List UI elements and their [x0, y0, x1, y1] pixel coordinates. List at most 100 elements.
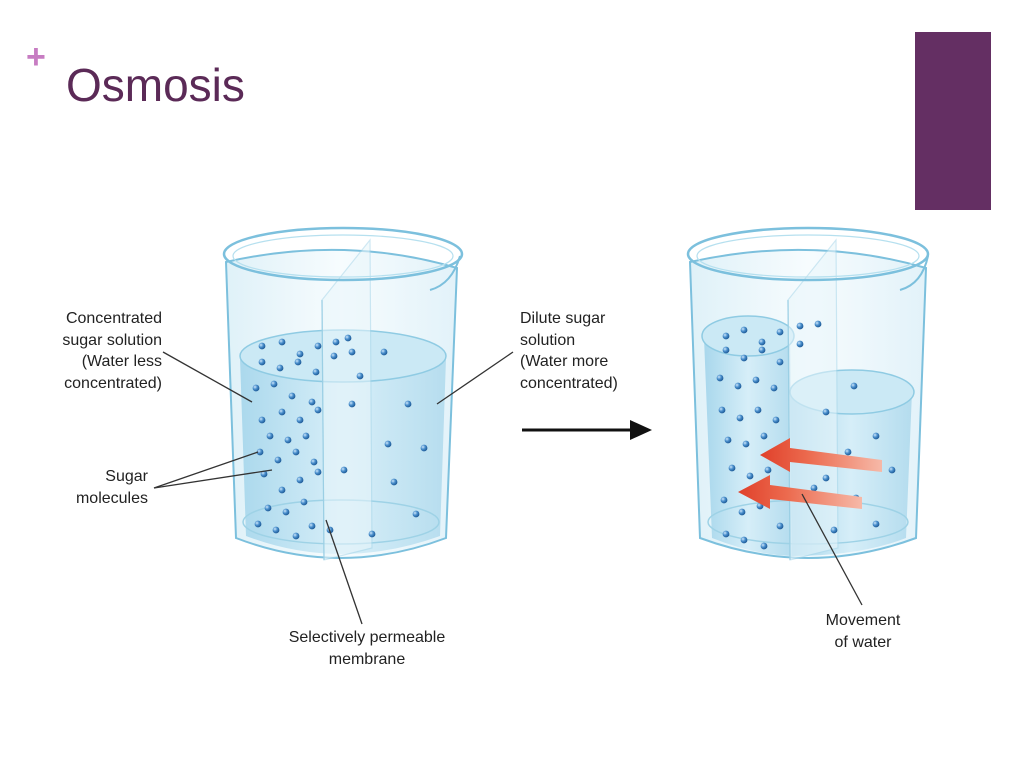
- leader-lines: [153, 351, 863, 625]
- sugar-molecule: [314, 468, 322, 476]
- beaker-left: [222, 226, 464, 561]
- sugar-molecule: [404, 400, 412, 408]
- sugar-molecule: [390, 478, 398, 486]
- sugar-molecule: [278, 338, 286, 346]
- sugar-molecule: [776, 358, 784, 366]
- sugar-molecule: [252, 384, 260, 392]
- sugar-molecule: [850, 382, 858, 390]
- label-membrane: Selectively permeable membrane: [262, 627, 472, 670]
- sugar-molecule: [266, 432, 274, 440]
- sugar-molecule: [720, 496, 728, 504]
- sugar-molecule: [344, 334, 352, 342]
- label-membrane-line-1: Selectively permeable: [288, 629, 446, 646]
- beaker-left-spout: [429, 255, 461, 291]
- sugar-molecule: [740, 536, 748, 544]
- sugar-molecule: [292, 532, 300, 540]
- sugar-molecule: [740, 326, 748, 334]
- sugar-molecule: [822, 408, 830, 416]
- sugar-molecule: [746, 472, 754, 480]
- sugar-molecule: [254, 520, 262, 528]
- sugar-molecule: [796, 322, 804, 330]
- sugar-molecule: [722, 346, 730, 354]
- label-dilute: Dilute sugar solution (Water more concen…: [520, 308, 650, 394]
- leader-concentrated: [162, 351, 253, 403]
- sugar-molecule: [256, 448, 264, 456]
- sugar-molecule: [738, 508, 746, 516]
- sugar-molecule: [260, 470, 268, 478]
- water-movement-arrows: [738, 438, 882, 509]
- sugar-molecule: [296, 416, 304, 424]
- sugar-molecule: [276, 364, 284, 372]
- sugar-molecule: [270, 380, 278, 388]
- beaker-left-rim-inner: [232, 234, 454, 278]
- label-concentrated-line-3: (Water less: [81, 353, 162, 370]
- sugar-molecule: [814, 320, 822, 328]
- beaker-left-rim: [222, 226, 464, 282]
- sugar-molecule: [822, 474, 830, 482]
- sugar-molecule: [758, 346, 766, 354]
- label-concentrated-line-4: concentrated): [64, 374, 162, 392]
- sugar-molecule: [830, 526, 838, 534]
- sugar-molecule: [716, 374, 724, 382]
- sugar-molecule: [278, 408, 286, 416]
- water-arrow-upper: [760, 438, 882, 472]
- sugar-molecule: [752, 376, 760, 384]
- label-sugar-line-1: Sugar: [105, 468, 148, 485]
- sugar-molecule: [718, 406, 726, 414]
- sugar-molecule: [734, 382, 742, 390]
- beaker-right-rim: [686, 226, 930, 282]
- sugar-molecule: [776, 328, 784, 336]
- sugar-molecule: [722, 530, 730, 538]
- label-dilute-line-1: Dilute sugar: [520, 310, 606, 327]
- leader-sugar-1: [153, 451, 259, 489]
- beaker-right-spout: [899, 255, 929, 291]
- label-membrane-line-2: membrane: [328, 650, 406, 668]
- beaker-right-rim-inner: [696, 234, 920, 278]
- sugar-molecule: [412, 510, 420, 518]
- sugar-molecule: [264, 504, 272, 512]
- leader-membrane: [325, 519, 363, 625]
- membrane-left-edge: [321, 299, 325, 561]
- sugar-molecule: [740, 354, 748, 362]
- leader-dilute: [436, 351, 514, 405]
- accent-bar: [915, 32, 991, 210]
- label-movement-line-1: Movement: [825, 612, 901, 629]
- sugar-molecule: [308, 398, 316, 406]
- sugar-molecule: [274, 456, 282, 464]
- sugar-molecule: [272, 526, 280, 534]
- label-sugar: Sugar molecules: [58, 466, 148, 509]
- sugar-molecule: [724, 436, 732, 444]
- sugar-molecule: [844, 448, 852, 456]
- sugar-molecule: [302, 432, 310, 440]
- beaker-right-water-surface-left: [701, 315, 795, 357]
- sugar-molecule: [368, 530, 376, 538]
- label-dilute-line-3: (Water more: [520, 353, 609, 370]
- beaker-right: [686, 226, 930, 561]
- label-concentrated: Concentrated sugar solution (Water less …: [30, 308, 162, 394]
- leader-sugar-2: [153, 469, 273, 489]
- label-concentrated-line-2: sugar solution: [62, 331, 162, 349]
- sugar-molecule: [330, 352, 338, 360]
- sugar-molecule: [760, 432, 768, 440]
- label-sugar-line-2: molecules: [75, 489, 148, 507]
- label-dilute-line-4: concentrated): [520, 374, 618, 392]
- sugar-molecule: [282, 508, 290, 516]
- sugar-molecule: [384, 440, 392, 448]
- sugar-molecule: [310, 458, 318, 466]
- sugar-molecule: [258, 416, 266, 424]
- sugar-molecule: [872, 432, 880, 440]
- sugar-molecule: [296, 476, 304, 484]
- sugar-molecule: [308, 522, 316, 530]
- sugar-molecule: [356, 372, 364, 380]
- sugar-molecule: [348, 400, 356, 408]
- sugar-molecule: [728, 464, 736, 472]
- sugar-molecule: [332, 338, 340, 346]
- sugar-molecule: [722, 332, 730, 340]
- sugar-molecule: [294, 358, 302, 366]
- sugar-molecule: [776, 522, 784, 530]
- sugar-molecule: [348, 348, 356, 356]
- process-arrow: [522, 420, 652, 440]
- sugar-molecule: [796, 340, 804, 348]
- sugar-molecule: [284, 436, 292, 444]
